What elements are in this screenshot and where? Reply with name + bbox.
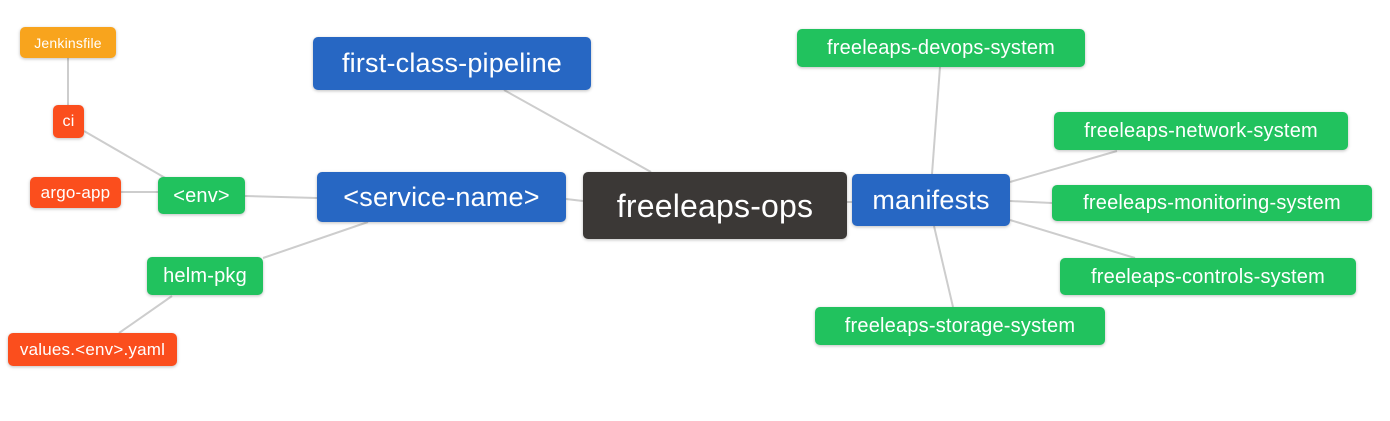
mindmap-node-env[interactable]: <env> <box>158 177 245 214</box>
edge-manifests-freeleaps-controls-system <box>1009 219 1136 259</box>
edge-helm-pkg-values-env-yaml <box>118 295 173 334</box>
edge-manifests-freeleaps-devops-system <box>931 66 941 175</box>
mindmap-node-freeleaps-storage-system[interactable]: freeleaps-storage-system <box>815 307 1105 345</box>
edge-service-name-freeleaps-ops <box>565 198 584 202</box>
edge-first-class-pipeline-freeleaps-ops <box>503 89 652 173</box>
mindmap-node-freeleaps-network-system[interactable]: freeleaps-network-system <box>1054 112 1348 150</box>
edge-helm-pkg-service-name <box>262 221 369 259</box>
edge-manifests-freeleaps-network-system <box>1009 150 1118 183</box>
mindmap-node-service-name[interactable]: <service-name> <box>317 172 566 222</box>
mindmap-node-argo-app[interactable]: argo-app <box>30 177 121 208</box>
edge-ci-env <box>83 130 168 180</box>
edge-manifests-freeleaps-storage-system <box>933 225 954 308</box>
mindmap-node-ci[interactable]: ci <box>53 105 84 138</box>
mindmap-node-values-env-yaml[interactable]: values.<env>.yaml <box>8 333 177 366</box>
mindmap-node-freeleaps-ops[interactable]: freeleaps-ops <box>583 172 847 239</box>
mindmap-node-freeleaps-controls-system[interactable]: freeleaps-controls-system <box>1060 258 1356 295</box>
mindmap-node-freeleaps-devops-system[interactable]: freeleaps-devops-system <box>797 29 1085 67</box>
mindmap-node-manifests[interactable]: manifests <box>852 174 1010 226</box>
mindmap-node-freeleaps-monitoring-system[interactable]: freeleaps-monitoring-system <box>1052 185 1372 221</box>
mindmap-node-helm-pkg[interactable]: helm-pkg <box>147 257 263 295</box>
mindmap-node-jenkinsfile[interactable]: Jenkinsfile <box>20 27 116 58</box>
edge-env-service-name <box>244 195 318 199</box>
mindmap-node-first-class-pipeline[interactable]: first-class-pipeline <box>313 37 591 90</box>
edge-manifests-freeleaps-monitoring-system <box>1009 200 1053 204</box>
